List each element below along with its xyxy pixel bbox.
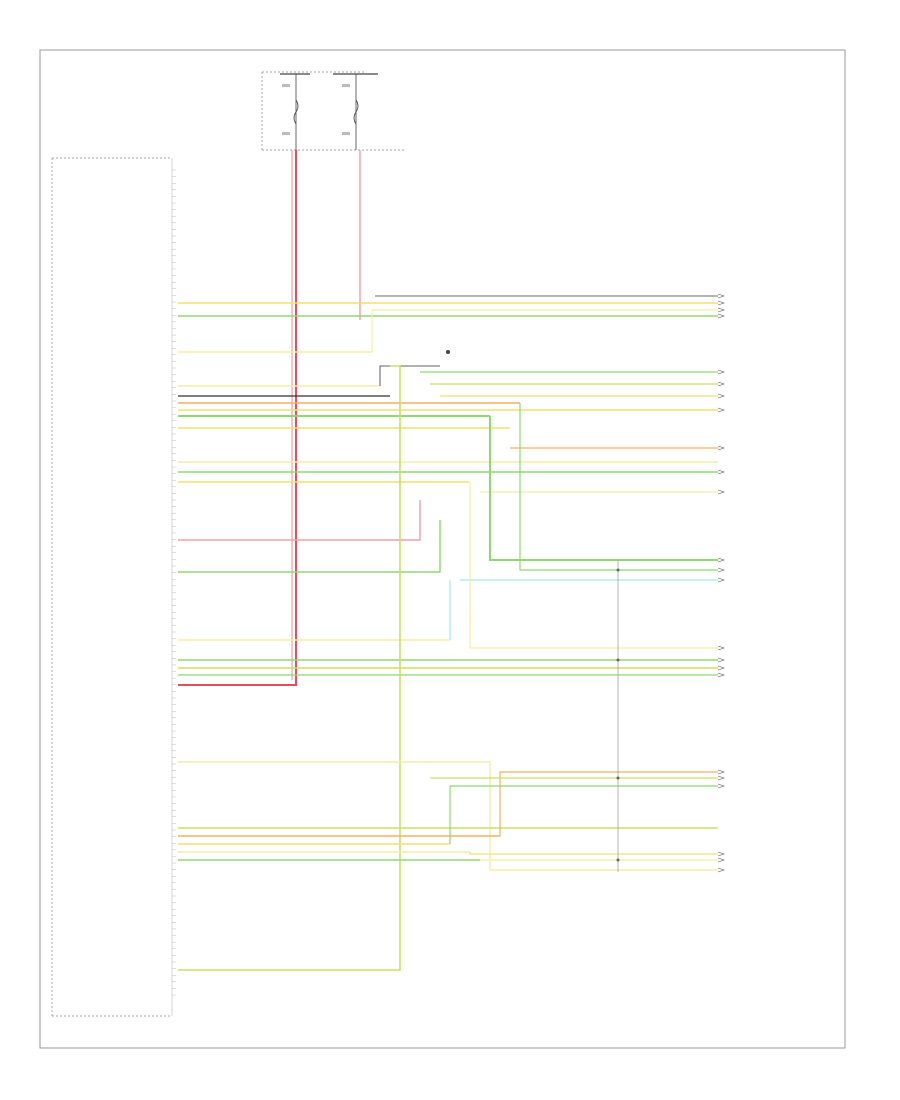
connector-terminal bbox=[717, 293, 725, 299]
ground-return-wire bbox=[178, 365, 401, 971]
harness-upper bbox=[178, 295, 718, 429]
connector-terminal bbox=[717, 393, 725, 399]
module-pins bbox=[172, 169, 176, 996]
connector-terminal bbox=[717, 407, 725, 413]
connector-terminal bbox=[717, 857, 725, 863]
control-module bbox=[51, 157, 173, 1017]
connector-terminal bbox=[717, 445, 725, 451]
connector-terminal bbox=[717, 645, 725, 651]
connector-terminal bbox=[717, 867, 725, 873]
connector-terminal bbox=[717, 489, 725, 495]
connector-terminal bbox=[717, 769, 725, 775]
splice-marker bbox=[446, 350, 450, 354]
connector-terminal bbox=[717, 577, 725, 583]
right-connectors bbox=[717, 293, 725, 873]
connector-terminal bbox=[717, 369, 725, 375]
connector-terminal bbox=[717, 313, 725, 319]
connector-terminal bbox=[717, 567, 725, 573]
harness-middle bbox=[178, 403, 718, 676]
connector-terminal bbox=[717, 665, 725, 671]
connector-terminal bbox=[717, 557, 725, 563]
connector-terminal bbox=[717, 657, 725, 663]
splice-vertical bbox=[616, 560, 620, 872]
connector-terminal bbox=[717, 775, 725, 781]
connector-terminal bbox=[717, 300, 725, 306]
connector-terminal bbox=[717, 381, 725, 387]
connector-terminal bbox=[717, 469, 725, 475]
connector-terminal bbox=[717, 851, 725, 857]
connector-terminal bbox=[717, 307, 725, 313]
diagram-frame bbox=[39, 49, 846, 1049]
power-wires bbox=[178, 150, 361, 686]
connector-terminal bbox=[717, 783, 725, 789]
fuse-panel bbox=[261, 71, 405, 151]
connector-terminal bbox=[717, 672, 725, 678]
harness-lower bbox=[178, 761, 718, 871]
